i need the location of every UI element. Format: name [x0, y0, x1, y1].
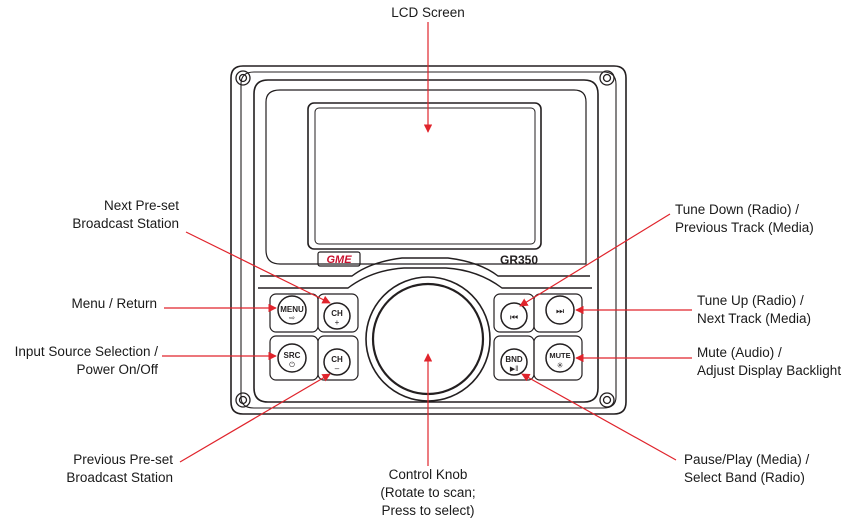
svg-text:BND: BND — [505, 355, 523, 364]
left-button-pad — [269, 293, 359, 381]
model-number: GR350 — [500, 253, 538, 267]
mute-button: MUTE ✳ — [545, 343, 575, 373]
svg-text:SRC: SRC — [284, 351, 301, 360]
label-tune-down: Tune Down (Radio) / Previous Track (Medi… — [675, 202, 814, 235]
tune-down-button: ⏮ — [500, 302, 528, 330]
svg-text:MENU: MENU — [280, 305, 304, 314]
bnd-button: BND ▶‖ — [500, 348, 528, 376]
knob-surround — [258, 257, 592, 289]
arrow-pause-play — [521, 373, 677, 461]
label-input-source: Input Source Selection / Power On/Off — [14, 344, 158, 377]
svg-text:CH: CH — [331, 309, 343, 318]
label-prev-preset: Previous Pre-set Broadcast Station — [66, 452, 173, 485]
svg-text:⏻: ⏻ — [289, 361, 295, 369]
svg-text:+: + — [335, 318, 340, 327]
label-control-knob: Control Knob (Rotate to scan; Press to s… — [380, 467, 476, 518]
ch-down-button: CH – — [323, 348, 351, 376]
corner-screws — [235, 70, 615, 408]
src-button: SRC ⏻ — [277, 343, 307, 373]
svg-text:GME: GME — [326, 254, 352, 266]
lcd-screen — [307, 102, 542, 250]
svg-text:⇨: ⇨ — [289, 315, 295, 322]
svg-text:–: – — [335, 364, 340, 373]
menu-button: MENU ⇨ — [277, 295, 307, 325]
svg-text:CH: CH — [331, 355, 343, 364]
tune-up-button: ⏭ — [545, 295, 575, 325]
label-tune-up: Tune Up (Radio) / Next Track (Media) — [697, 293, 812, 326]
svg-text:▶‖: ▶‖ — [510, 366, 518, 373]
faceplate — [253, 79, 599, 403]
svg-text:⏮: ⏮ — [510, 312, 518, 322]
ch-up-button: CH + — [323, 302, 351, 330]
svg-text:MUTE: MUTE — [549, 351, 570, 360]
arrow-tune-down — [519, 213, 671, 307]
callout-arrows — [162, 22, 692, 466]
label-menu-return: Menu / Return — [71, 296, 157, 311]
label-pause-play: Pause/Play (Media) / Select Band (Radio) — [684, 452, 810, 485]
arrow-prev-preset — [179, 373, 331, 463]
svg-text:⏭: ⏭ — [556, 306, 564, 316]
svg-text:✳: ✳ — [557, 361, 564, 370]
arrow-next-preset — [185, 231, 331, 304]
label-next-preset: Next Pre-set Broadcast Station — [72, 198, 179, 231]
label-lcd-screen: LCD Screen — [391, 5, 465, 20]
brand-logo: GME — [317, 251, 361, 267]
label-mute: Mute (Audio) / Adjust Display Backlight — [697, 345, 842, 378]
